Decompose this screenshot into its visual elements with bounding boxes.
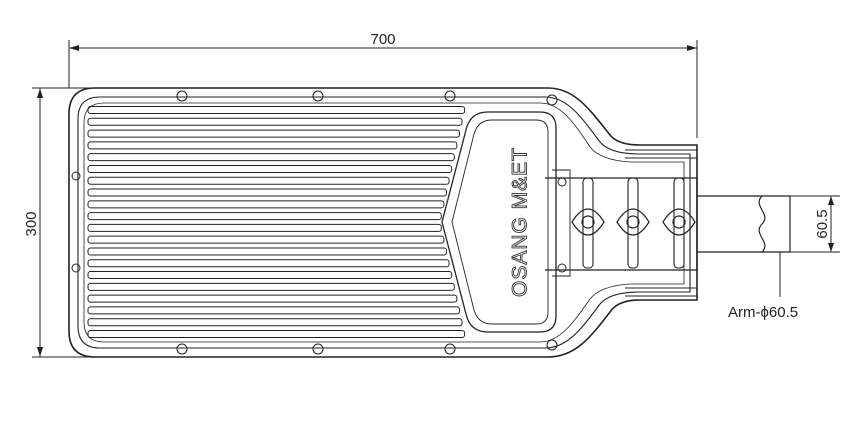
heatsink-fin	[87, 164, 453, 173]
heatsink-fin	[87, 141, 458, 150]
heatsink-fin	[87, 117, 463, 126]
height-dimension: 300	[23, 87, 96, 358]
heatsink-fin	[87, 259, 450, 268]
heatsink-fins	[87, 106, 466, 338]
luminaire-housing: OSANG M&ET	[68, 87, 698, 358]
heatsink-fin	[87, 330, 466, 338]
heatsink-fin	[87, 271, 453, 280]
width-dimension: 700	[68, 31, 698, 138]
brand-label: OSANG M&ET	[509, 147, 532, 297]
heatsink-fin	[87, 306, 460, 315]
heatsink-fin	[87, 106, 466, 114]
arm-diameter-label: 60.5	[814, 209, 831, 238]
heatsink-fin	[87, 153, 455, 162]
heatsink-fin	[87, 318, 463, 327]
arm-callout-label: Arm-ϕ60.5	[728, 304, 798, 321]
heatsink-fin	[87, 247, 447, 256]
height-label: 300	[23, 211, 40, 236]
heatsink-fin	[87, 129, 460, 138]
perimeter-screws	[71, 90, 558, 355]
heatsink-fin	[87, 200, 445, 209]
heatsink-fin	[87, 294, 458, 303]
heatsink-fin	[87, 235, 445, 244]
heatsink-fin	[87, 212, 442, 221]
heatsink-fin	[87, 188, 447, 197]
clamp-bolts	[557, 177, 696, 273]
arm-callout: Arm-ϕ60.5	[728, 252, 798, 321]
arm-diameter-dimension: 60.5	[790, 195, 840, 253]
brand-panel: OSANG M&ET	[441, 111, 557, 333]
width-label: 700	[370, 31, 395, 48]
heatsink-fin	[87, 223, 442, 232]
heatsink-fin	[87, 282, 455, 291]
heatsink-fin	[87, 176, 450, 185]
mounting-arm	[697, 195, 791, 253]
